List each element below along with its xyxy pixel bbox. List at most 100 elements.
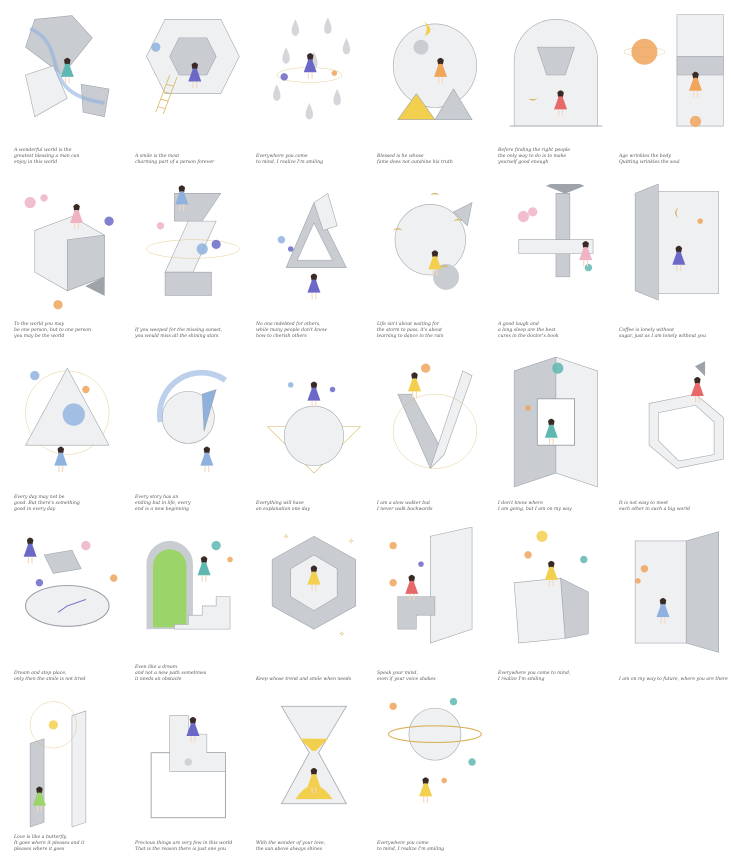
- quote-line: That is the reason there is just one you: [135, 847, 226, 852]
- quote-line: sugar, just as I am lonely without you: [619, 334, 707, 339]
- orbit-ring: [29, 701, 77, 749]
- quote-line: learning to dance in the rain: [377, 334, 444, 339]
- quote-line: A smile is the most: [135, 154, 180, 159]
- planet-orb: [552, 362, 564, 374]
- planet-orb: [40, 194, 48, 202]
- girl-figure: [70, 203, 84, 230]
- quote-line: Speak your mind,: [377, 671, 418, 676]
- planet-orb: [287, 246, 294, 252]
- planet-orb: [536, 530, 548, 542]
- quote-line: It goes where it pleases and it: [14, 841, 85, 846]
- illustration-glass-box: [513, 530, 589, 644]
- girl-figure: [405, 574, 419, 601]
- planet-orb: [524, 551, 532, 559]
- quote-line: yourself good enough: [498, 160, 549, 165]
- planet-orb: [517, 210, 529, 223]
- arched-window: [146, 540, 193, 630]
- quote-line: to mind, I realize I'm smiling: [256, 160, 324, 165]
- quote-caption: Speak your mind,even if your voice shake…: [377, 671, 491, 683]
- quote-line: If you weeped for the missing sunset,: [135, 328, 223, 333]
- quote-line: With the wonder of your love,: [256, 841, 326, 846]
- girl-figure: [197, 556, 211, 582]
- girl-figure: [307, 565, 321, 592]
- hourglass: [280, 705, 348, 805]
- quote-caption: Precious things are very few in this wor…: [135, 841, 249, 853]
- quote-line: Precious things are very few in this wor…: [135, 841, 233, 846]
- quote-line: Age wrinkles the body: [619, 154, 672, 159]
- quote-line: Keep whose trend and smile when needs: [256, 677, 352, 682]
- girl-figure: [186, 716, 200, 743]
- quote-line: enjoy in this world: [14, 160, 58, 165]
- planet-orb: [35, 579, 44, 587]
- illustration-glass-stairs: [389, 527, 473, 644]
- moon-sphere: [392, 19, 477, 108]
- planet-orb: [329, 386, 336, 393]
- triangle-moon: [266, 405, 362, 474]
- planet-orb: [104, 216, 114, 226]
- illustration-triangle-moon: [266, 381, 362, 474]
- impossible-cube: [648, 393, 724, 469]
- ladder: [155, 74, 178, 115]
- girl-figure: [689, 71, 702, 98]
- girl-figure: [419, 777, 433, 803]
- stair-box: [150, 715, 226, 819]
- planet-orb: [110, 574, 118, 582]
- girl-figure: [60, 57, 74, 84]
- girl-figure: [200, 446, 214, 473]
- white-stairs: [174, 596, 231, 630]
- girl-figure: [672, 245, 686, 272]
- sticker-card-c25: Love is like a butterfly,It goes where i…: [12, 697, 130, 857]
- illustration-diamonds: [25, 15, 110, 118]
- girl-figure: [307, 273, 321, 300]
- quote-line: Dream and stop place,: [14, 671, 67, 676]
- quote-line: Coffee is lonely without: [619, 328, 674, 333]
- illustration-moon-sphere: [392, 19, 477, 120]
- sticker-card-c26: Precious things are very few in this wor…: [133, 697, 251, 857]
- quote-line: good in every day: [14, 507, 56, 512]
- quote-line: charming part of a person forever: [135, 160, 215, 165]
- quote-line: Everywhere you come: [377, 841, 429, 846]
- girl-figure: [175, 185, 189, 211]
- raindrop-shapes: [273, 17, 351, 120]
- planet-orb: [280, 73, 288, 81]
- girl-figure: [54, 446, 68, 473]
- girl-figure: [434, 57, 447, 84]
- saturn-planet: [387, 707, 482, 761]
- planet-orb: [81, 540, 91, 551]
- illustration-penrose-triangle: [277, 192, 347, 300]
- planet-orb: [389, 541, 397, 550]
- planet-orb: [640, 565, 649, 573]
- quote-line: Everything will have: [256, 501, 304, 506]
- planet-orb: [449, 697, 458, 706]
- quote-line: and not a new path sometimes: [135, 671, 207, 676]
- quote-line: Every day may not be: [14, 495, 65, 500]
- quote-line: A wonderful world is the: [14, 148, 72, 153]
- quote-line: ending but in life, every: [135, 501, 191, 506]
- penrose-frame: [513, 357, 598, 487]
- illustration-penrose-hex: [146, 19, 240, 115]
- planet-orb: [697, 218, 703, 224]
- penrose-triangle: [285, 201, 347, 268]
- girl-figure: [554, 90, 568, 116]
- girl-figure: [656, 598, 670, 624]
- quote-line: only then the smile is not tired: [14, 677, 86, 682]
- quote-line: Quitting wrinkles the soul: [619, 160, 680, 165]
- sticker-card-c19: Dream and stop place,only then the smile…: [12, 527, 130, 687]
- planet-orb: [82, 385, 90, 394]
- quote-line: Even like a dream: [135, 665, 178, 670]
- quote-line: Life isn't about waiting for: [377, 322, 439, 327]
- planet-orb: [468, 758, 476, 766]
- planet-orb: [151, 42, 161, 52]
- illustration-stair-box: [150, 715, 226, 819]
- quote-caption: Dream and stop place,only then the smile…: [14, 671, 128, 683]
- planet-orb: [30, 370, 40, 381]
- illustration-cube-bubbles: [24, 194, 114, 310]
